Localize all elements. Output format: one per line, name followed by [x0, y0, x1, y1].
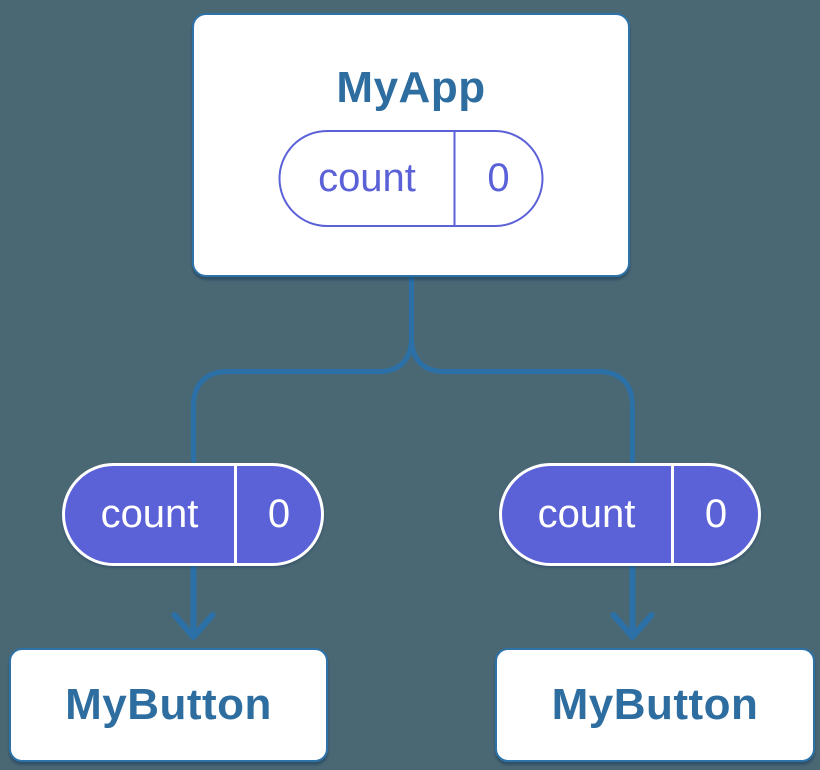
connector-branch-right — [409, 273, 635, 464]
state-name-label: count — [281, 132, 456, 225]
state-value-label: 0 — [487, 156, 510, 200]
component-title-myapp: MyApp — [336, 63, 486, 112]
component-title-mybutton-right: MyButton — [551, 680, 759, 729]
component-card-mybutton-left: MyButton — [9, 648, 328, 762]
component-card-myapp: MyApp count 0 — [192, 13, 630, 277]
prop-pill-right: count 0 — [499, 463, 761, 566]
prop-value-label: 0 — [704, 492, 728, 536]
arrow-right-head-icon — [610, 612, 655, 640]
component-card-mybutton-right: MyButton — [495, 648, 815, 762]
state-pill-myapp: count 0 — [278, 130, 544, 227]
connector-branch-left — [191, 273, 414, 464]
prop-pill-left: count 0 — [62, 463, 324, 566]
prop-name-label: count — [502, 466, 674, 563]
arrow-left-head-icon — [171, 612, 216, 640]
prop-value-label: 0 — [267, 492, 291, 536]
prop-name-label: count — [65, 466, 237, 563]
component-title-mybutton-left: MyButton — [65, 680, 272, 729]
